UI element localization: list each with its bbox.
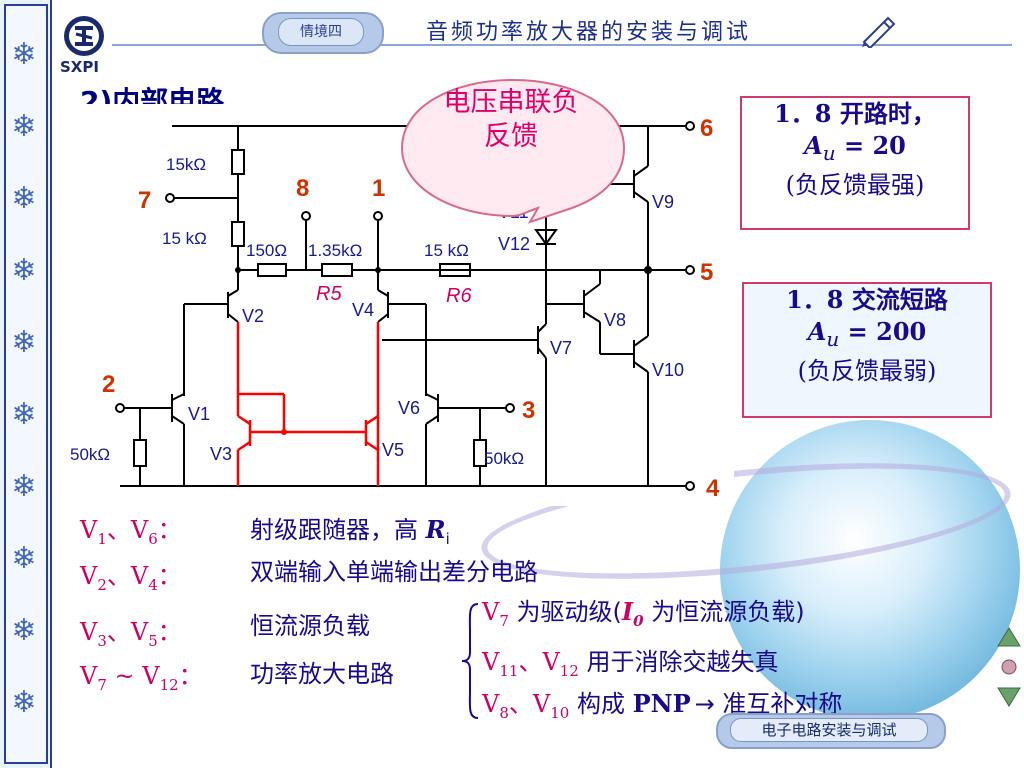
pin-label: 8 [296, 175, 309, 202]
transistor-label: V5 [382, 440, 404, 460]
snowflake-icon: ❄ [11, 325, 37, 360]
detail-line: V7 为驱动级(I0 为恒流源负载) [482, 597, 805, 630]
transistor-label: V8 [604, 310, 626, 330]
snowflake-icon: ❄ [11, 397, 37, 432]
info1-gain: Au = 20 [804, 131, 906, 165]
pencil-icon [862, 16, 896, 48]
transistor-label: V1 [188, 404, 210, 424]
info1-line1: 1．8 开路时， [774, 99, 936, 128]
row-label: V3、V5： [80, 618, 182, 650]
r6-label: R6 [446, 285, 472, 307]
detail-line: V11、V12 用于消除交越失真 [482, 648, 779, 680]
row-label: V2、V4： [80, 562, 182, 594]
transistor-label: V12 [498, 234, 530, 254]
pin-label: 4 [706, 475, 720, 502]
callout-bubble [400, 78, 626, 224]
snowflake-icon: ❄ [11, 181, 37, 216]
resistor-label: 50kΩ [70, 445, 110, 464]
transistor-label: V10 [652, 360, 684, 380]
snowflake-icon: ❄ [11, 469, 37, 504]
pin-label: 5 [700, 259, 713, 286]
resistor-label: 1.35kΩ [308, 241, 362, 260]
snowflake-icon: ❄ [11, 541, 37, 576]
info1-line3: (负反馈最强) [785, 170, 925, 199]
row-label: V1、V6： [80, 516, 182, 548]
snowflake-icon: ❄ [11, 37, 37, 72]
info2-line3: (负反馈最弱) [797, 356, 937, 385]
row-label: V7 ~ V12： [80, 662, 203, 694]
left-decor-frame [4, 4, 48, 764]
resistor-label: 15 kΩ [162, 229, 207, 248]
row-desc: 双端输入单端输出差分电路 [250, 558, 538, 586]
transistor-label: V2 [242, 306, 264, 326]
callout-text: 电压串联负反馈 [443, 87, 579, 152]
resistor-label: 15 kΩ [424, 241, 469, 260]
open-circuit-info: 1．8 开路时， Au = 20 (负反馈最强) [740, 96, 970, 230]
scenario-label: 情境四 [278, 18, 364, 46]
pin-label: 2 [102, 371, 115, 398]
pin-label: 3 [522, 397, 535, 424]
info2-line1: 1．8 交流短路 [786, 285, 948, 314]
snowflake-icon: ❄ [11, 253, 37, 288]
row-desc: 恒流源负载 [250, 612, 370, 640]
snowflake-icon: ❄ [11, 613, 37, 648]
globe-decor [720, 420, 1020, 720]
resistor-label: 150Ω [246, 241, 287, 260]
snowflake-icon: ❄ [11, 685, 37, 720]
resistor-label: 50kΩ [484, 449, 524, 468]
row-desc: 射级跟随器，高 Ri [250, 515, 450, 548]
ac-short-info: 1．8 交流短路 Au = 200 (负反馈最弱) [742, 282, 992, 418]
info2-gain: Au = 200 [807, 317, 927, 351]
transistor-label: V6 [398, 398, 420, 418]
snowflake-icon: ❄ [11, 109, 37, 144]
pin-label: 6 [700, 115, 713, 142]
pin-label: 7 [138, 187, 151, 214]
transistor-label: V4 [352, 300, 374, 320]
circuit-diagram: 15kΩ 15 kΩ 150Ω 1.35kΩ 15 kΩ 50kΩ 50kΩ R… [66, 104, 734, 506]
pin-label: 1 [372, 175, 385, 202]
school-logo-icon [64, 16, 104, 56]
header-rule [112, 44, 1012, 46]
home-dot-icon[interactable] [996, 656, 1022, 678]
transistor-label: V7 [550, 338, 572, 358]
next-slide-icon[interactable] [996, 686, 1022, 708]
curly-brace [461, 603, 479, 719]
transistor-label: V9 [652, 192, 674, 212]
footer-label: 电子电路安装与调试 [730, 718, 928, 742]
logo-text: SXPI [60, 58, 99, 76]
resistor-label: 15kΩ [166, 155, 206, 174]
r5-label: R5 [316, 283, 342, 305]
header-title: 音频功率放大器的安装与调试 [426, 20, 752, 45]
transistor-label: V3 [210, 444, 232, 464]
prev-slide-icon[interactable] [996, 626, 1022, 648]
row-desc: 功率放大电路 [250, 660, 394, 688]
